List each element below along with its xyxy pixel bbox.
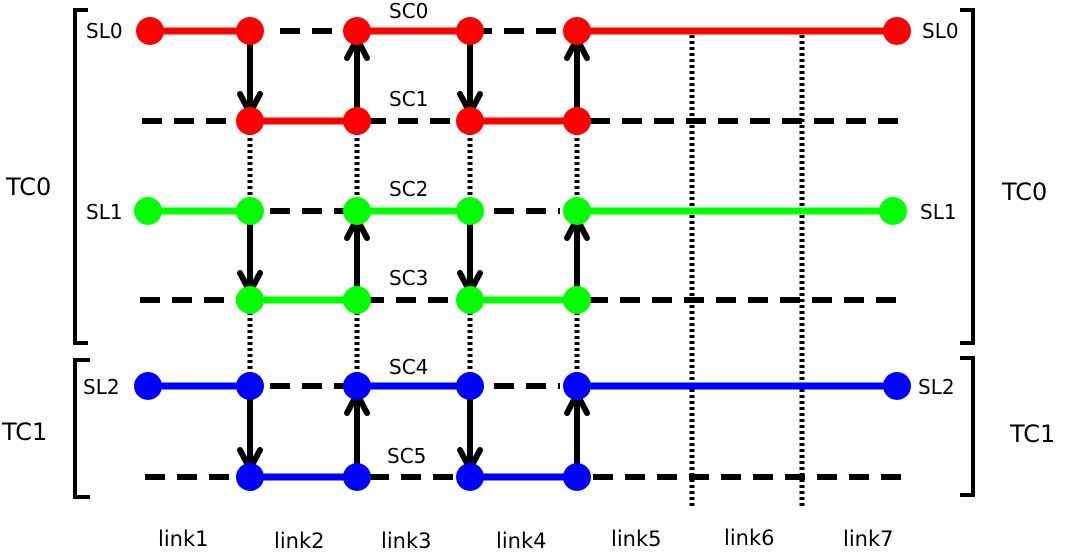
sl2-right-label: SL2 bbox=[918, 375, 955, 399]
red-path bbox=[150, 27, 897, 125]
node bbox=[563, 463, 591, 491]
green-path bbox=[148, 207, 893, 304]
vertical-dotted-lines bbox=[247, 35, 805, 508]
node bbox=[343, 17, 371, 45]
link-label: link2 bbox=[274, 529, 325, 550]
sl0-left-label: SL0 bbox=[86, 19, 123, 43]
link-labels: link1 link2 link3 link4 link5 link6 link… bbox=[158, 526, 894, 553]
channel-labels: SC0 SC1 SC2 SC3 SC4 SC5 bbox=[387, 0, 428, 468]
channel-label: SC0 bbox=[389, 0, 428, 23]
channel-label: SC5 bbox=[387, 444, 426, 468]
node bbox=[343, 463, 371, 491]
node bbox=[236, 107, 264, 135]
tc0-right-label: TC0 bbox=[1001, 178, 1047, 206]
node bbox=[883, 17, 911, 45]
node bbox=[236, 372, 264, 400]
transition-arrows bbox=[237, 36, 590, 472]
down-arrow-icon bbox=[237, 217, 263, 295]
down-arrow-icon bbox=[457, 37, 483, 116]
node bbox=[456, 372, 484, 400]
up-arrow-icon bbox=[564, 36, 590, 115]
node bbox=[343, 372, 371, 400]
red-nodes bbox=[136, 17, 911, 135]
right-bracket-tc0 bbox=[960, 8, 975, 345]
node bbox=[456, 17, 484, 45]
node bbox=[134, 197, 162, 225]
tc1-right-label: TC1 bbox=[1009, 420, 1055, 448]
up-arrow-icon bbox=[344, 391, 370, 471]
sl1-left-label: SL1 bbox=[86, 200, 123, 224]
link-label: link1 bbox=[158, 527, 209, 550]
node bbox=[563, 372, 591, 400]
node bbox=[236, 17, 264, 45]
node bbox=[456, 463, 484, 491]
node bbox=[456, 197, 484, 225]
down-arrow-icon bbox=[237, 37, 263, 116]
node bbox=[563, 17, 591, 45]
link-label: link4 bbox=[496, 529, 547, 550]
node bbox=[563, 107, 591, 135]
up-arrow-icon bbox=[564, 216, 590, 294]
up-arrow-icon bbox=[344, 216, 370, 294]
left-bracket-tc0 bbox=[73, 8, 88, 345]
up-arrow-icon bbox=[344, 36, 370, 115]
node bbox=[456, 107, 484, 135]
down-arrow-icon bbox=[457, 217, 483, 295]
tc0-left-label: TC0 bbox=[5, 173, 51, 201]
blue-nodes bbox=[134, 372, 911, 491]
green-nodes bbox=[134, 197, 907, 314]
node bbox=[236, 197, 264, 225]
left-bracket-tc1 bbox=[73, 358, 90, 499]
node bbox=[343, 107, 371, 135]
node bbox=[456, 286, 484, 314]
down-arrow-icon bbox=[237, 392, 263, 472]
tc1-left-label: TC1 bbox=[1, 418, 47, 446]
up-arrow-icon bbox=[564, 391, 590, 471]
node bbox=[563, 286, 591, 314]
link-label: link7 bbox=[843, 527, 894, 550]
sl0-right-label: SL0 bbox=[922, 19, 959, 43]
node bbox=[236, 463, 264, 491]
node bbox=[563, 197, 591, 225]
link-label: link5 bbox=[611, 527, 662, 550]
link-label: link3 bbox=[381, 529, 432, 550]
link-label: link6 bbox=[724, 526, 775, 550]
sl1-right-label: SL1 bbox=[920, 200, 957, 224]
node bbox=[343, 286, 371, 314]
node bbox=[136, 17, 164, 45]
node bbox=[343, 197, 371, 225]
channel-label: SC1 bbox=[389, 87, 428, 111]
right-bracket-tc1 bbox=[960, 356, 975, 497]
node bbox=[134, 372, 162, 400]
sl2-left-label: SL2 bbox=[83, 375, 120, 399]
channel-label: SC2 bbox=[389, 177, 428, 201]
blue-path bbox=[148, 382, 897, 481]
down-arrow-icon bbox=[457, 392, 483, 472]
brackets bbox=[73, 8, 975, 499]
node bbox=[879, 197, 907, 225]
channel-label: SC4 bbox=[389, 355, 428, 379]
channel-label: SC3 bbox=[389, 266, 428, 290]
node bbox=[883, 372, 911, 400]
node bbox=[236, 286, 264, 314]
